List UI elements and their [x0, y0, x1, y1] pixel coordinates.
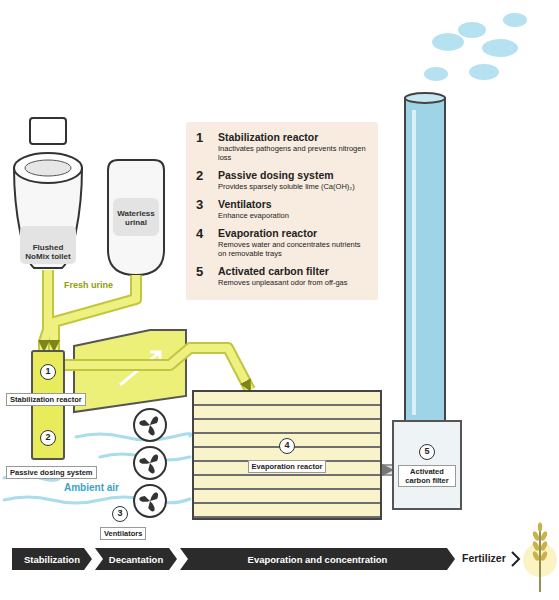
toilet-lid	[30, 118, 66, 144]
cloud-puff	[458, 22, 486, 38]
fan-blade	[150, 493, 158, 502]
callout-number: 5	[419, 444, 435, 460]
callout-number: 3	[112, 506, 128, 522]
callout-number: 4	[279, 438, 295, 454]
chimney-shine	[412, 110, 416, 415]
stage-band: Decantation	[95, 548, 177, 570]
cloud-puff	[503, 13, 527, 27]
key-title: Ventilators	[218, 198, 368, 211]
stage-name: Evaporation and concentration	[248, 554, 388, 565]
toilet-panel	[20, 226, 76, 264]
urinal-panel	[113, 198, 159, 236]
part-label: Stabilization reactor	[6, 393, 86, 406]
air-label: Ambient air	[62, 482, 121, 493]
pipe-outline	[44, 270, 48, 350]
urine-pipe	[54, 275, 136, 350]
toilet-seat	[14, 153, 82, 183]
fan-blade	[150, 455, 158, 464]
fan-blade	[139, 418, 150, 429]
cloud-puff	[432, 33, 464, 51]
evaporation-reactor: 4Evaporation reactor	[192, 390, 382, 520]
key-description: Removes water and concentrates nutrients…	[218, 240, 368, 258]
cloud-puff	[482, 39, 518, 57]
urine-pipe	[65, 348, 250, 390]
pipe-outline	[382, 464, 392, 476]
key-panel: 1Stabilization reactorInactivates pathog…	[186, 122, 378, 300]
fan-blade	[146, 501, 157, 512]
key-description: Removes unpleasant odor from off-gas	[218, 278, 368, 287]
air-stream	[76, 434, 191, 440]
fan-blade	[139, 494, 150, 505]
key-description: Enhance evaporation	[218, 211, 368, 220]
gas-duct	[382, 466, 392, 474]
fan	[134, 409, 166, 441]
pipe-outline	[54, 275, 136, 350]
key-number: 5	[196, 265, 218, 294]
toilet-opening	[25, 160, 71, 176]
fan-ring	[134, 485, 166, 517]
fan	[134, 485, 166, 517]
flow-label: Fresh urine	[62, 280, 115, 290]
toilet-fixture: Flushed NoMix toilet	[12, 150, 84, 270]
wheat-stem	[539, 528, 541, 592]
cloud-puff	[424, 67, 448, 81]
fan	[134, 447, 166, 479]
wheat-grain	[532, 530, 541, 541]
cloud-puff	[469, 64, 499, 80]
callout-number: 1	[40, 364, 56, 380]
chevron	[512, 552, 519, 566]
wheat-grain	[540, 550, 549, 561]
fan-blade	[150, 417, 158, 426]
urinal-fixture: Waterless urinal	[108, 160, 164, 275]
key-title: Activated carbon filter	[218, 265, 368, 278]
part-label: Passive dosing system	[6, 466, 97, 479]
wheat-grain	[532, 540, 541, 551]
band-fill	[95, 548, 177, 570]
fan-blade	[146, 425, 157, 436]
fan-ring	[134, 447, 166, 479]
urinal-body	[108, 160, 164, 275]
wheat-icon	[532, 523, 549, 593]
fan-blade	[139, 456, 150, 467]
node-label: Evaporation reactor	[248, 460, 327, 473]
key-number: 1	[196, 131, 218, 169]
key-number: 2	[196, 169, 218, 198]
wheat-grain	[532, 550, 541, 561]
pipe-outline	[65, 348, 250, 390]
key-description: Provides sparsely soluble lime (Ca(OH)₂)	[218, 182, 368, 191]
wheat-grain	[538, 523, 542, 532]
node-label: Activated carbon filter	[398, 465, 456, 487]
carbon-filter: 5Activated carbon filter	[392, 420, 462, 510]
key-number: 4	[196, 227, 218, 265]
node-label: Flushed NoMix toilet	[22, 243, 74, 261]
chimney	[405, 98, 445, 422]
stage-band: Stabilization	[12, 548, 92, 570]
key-description: Inactivates pathogens and prevents nitro…	[218, 144, 368, 162]
stage-band: Evaporation and concentration	[180, 548, 455, 570]
vapor-cloud	[424, 13, 527, 81]
band-fill	[180, 548, 455, 570]
band-fill	[12, 548, 92, 570]
stage-name: Decantation	[109, 554, 163, 565]
part-label: Ventilators	[100, 527, 146, 540]
output-label: Fertilizer	[462, 552, 506, 564]
key-title: Stabilization reactor	[218, 131, 368, 144]
wheat-grain	[540, 540, 549, 551]
fan-blade	[146, 463, 157, 474]
key-title: Passive dosing system	[218, 169, 368, 182]
stage-name: Stabilization	[24, 554, 80, 565]
chimney-top	[405, 93, 445, 103]
fan-ring	[134, 409, 166, 441]
wheat-grain	[540, 530, 549, 541]
urine-pipe	[44, 270, 48, 350]
callout-number: 2	[40, 430, 56, 446]
node-label: Waterless urinal	[114, 209, 158, 227]
key-title: Evaporation reactor	[218, 227, 368, 240]
key-number: 3	[196, 198, 218, 227]
